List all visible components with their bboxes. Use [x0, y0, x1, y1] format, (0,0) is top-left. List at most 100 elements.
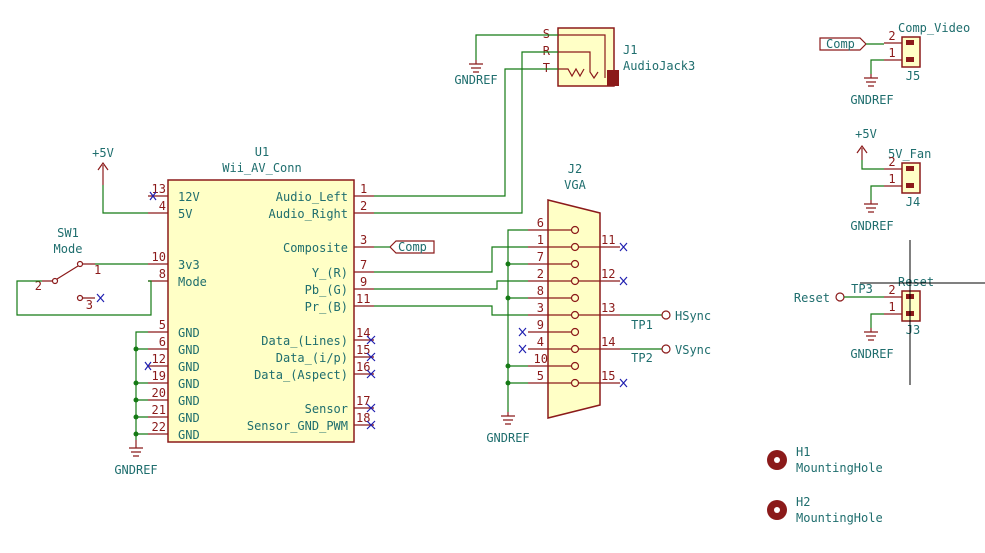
tp1-test-point[interactable]: HSync TP1	[631, 309, 711, 332]
gndref-label: GNDREF	[850, 219, 893, 233]
u1-pin-name: Pb_(G)	[305, 283, 348, 297]
j1-pin: T	[543, 61, 550, 75]
u1-pin-num: 2	[360, 199, 367, 213]
tp2-ref: TP2	[631, 351, 653, 365]
u1-pin-num: 11	[356, 292, 370, 306]
h2-mounting-hole[interactable]: H2 MountingHole	[767, 495, 883, 525]
sw1-value: Mode	[54, 242, 83, 256]
j2-pin: 4	[537, 335, 544, 349]
u1-pin-num: 3	[360, 233, 367, 247]
crosshair-cursor	[860, 240, 985, 385]
u1-pin-name: Sensor	[305, 402, 348, 416]
u1-pin-name: Audio_Left	[276, 190, 348, 204]
u1-pin-name: Audio_Right	[269, 207, 348, 221]
j1-pin: S	[543, 27, 550, 41]
u1-symbol[interactable]: U1 Wii_AV_Conn 13 4 10 8 5 6 12 19 20 21…	[148, 145, 374, 443]
j2-pin: 6	[537, 216, 544, 230]
h1-ref: H1	[796, 445, 810, 459]
comp-label-u1: Comp	[389, 240, 435, 254]
j2-pin: 9	[537, 318, 544, 332]
gndref-label: GNDREF	[486, 431, 529, 445]
u1-pin-name: Composite	[283, 241, 348, 255]
j1-audio-jack[interactable]: S R T J1 AudioJack3	[543, 27, 695, 87]
j2-pin: 1	[537, 233, 544, 247]
j5-pin: 1	[888, 46, 895, 60]
j5-value: Comp_Video	[898, 21, 970, 35]
j3-reset-connector[interactable]: Reset 2 1 J3	[884, 275, 934, 337]
u1-value: Wii_AV_Conn	[222, 161, 301, 175]
j2-value: VGA	[564, 178, 586, 192]
tp3-test-point[interactable]: Reset TP3	[794, 282, 873, 305]
h2-ref: H2	[796, 495, 810, 509]
sw1-pin: 2	[35, 279, 42, 293]
j4-value: 5V_Fan	[888, 147, 931, 161]
u1-pin-num: 12	[152, 352, 166, 366]
u1-pin-num: 9	[360, 275, 367, 289]
u1-pin-name: GND	[178, 326, 200, 340]
tp3-ref: TP3	[851, 282, 873, 296]
u1-pin-num: 8	[159, 267, 166, 281]
j3-ref: J3	[906, 323, 920, 337]
tp2-net-label: VSync	[675, 343, 711, 357]
tp2-test-point[interactable]: VSync TP2	[631, 343, 711, 365]
h1-mounting-hole[interactable]: H1 MountingHole	[767, 445, 883, 475]
u1-pin-num: 5	[159, 318, 166, 332]
tp3-net-label: Reset	[794, 291, 830, 305]
u1-pin-name: Mode	[178, 275, 207, 289]
gndref-label: GNDREF	[850, 93, 893, 107]
j2-pin: 2	[537, 267, 544, 281]
j5-comp-video-connector[interactable]: Comp_Video 2 1 J5	[884, 21, 970, 83]
plus5v-label: +5V	[855, 127, 877, 141]
u1-pin-name: 12V	[178, 190, 200, 204]
gnd-symbol-j4: GNDREF	[850, 200, 894, 233]
sw1-no-connect	[96, 293, 105, 303]
h1-value: MountingHole	[796, 461, 883, 475]
j2-pin: 12	[601, 267, 615, 281]
u1-pin-num: 22	[152, 420, 166, 434]
j2-pin: 15	[601, 369, 615, 383]
plus5v-symbol-right: +5V	[855, 127, 877, 160]
u1-pin-num: 1	[360, 182, 367, 196]
gndref-label: GNDREF	[850, 347, 893, 361]
j2-pin: 14	[601, 335, 615, 349]
j4-fan-connector[interactable]: 5V_Fan 2 1 J4	[884, 147, 931, 209]
u1-pin-name: 3v3	[178, 258, 200, 272]
j2-no-connect-markers	[518, 242, 628, 388]
u1-pin-name: GND	[178, 394, 200, 408]
gnd-symbol-u1: GNDREF	[114, 440, 158, 477]
j2-pin: 8	[537, 284, 544, 298]
u1-pin-name: GND	[178, 428, 200, 442]
j1-ref: J1	[623, 43, 637, 57]
u1-pin-name: Pr_(B)	[305, 300, 348, 314]
gnd-symbol-j2: GNDREF	[486, 412, 530, 445]
u1-pin-num: 20	[152, 386, 166, 400]
gnd-symbol-j1: GNDREF	[454, 60, 498, 87]
j2-ref: J2	[568, 162, 582, 176]
comp-label-text: Comp	[826, 37, 855, 51]
j4-pin: 1	[888, 172, 895, 186]
j2-vga-connector[interactable]: J2 VGA 6 1 7 2 8 3 9 4 10 5 11 12 13 14 …	[528, 162, 620, 419]
j2-pin: 10	[534, 352, 548, 366]
j2-pin: 13	[601, 301, 615, 315]
j2-pin: 11	[601, 233, 615, 247]
u1-pin-name: Data_(i/p)	[276, 351, 348, 365]
u1-pin-name: Data_(Aspect)	[254, 368, 348, 382]
u1-pin-num: 7	[360, 258, 367, 272]
junction-dots-u1-gnd	[133, 346, 139, 437]
gnd-symbol-j3: GNDREF	[850, 328, 894, 361]
plus5v-label: +5V	[92, 146, 114, 160]
gndref-label: GNDREF	[114, 463, 157, 477]
h2-value: MountingHole	[796, 511, 883, 525]
plus5v-symbol-left: +5V	[92, 146, 114, 185]
u1-pin-name: GND	[178, 411, 200, 425]
j4-pin: 2	[888, 155, 895, 169]
sw1-switch[interactable]: SW1 Mode 1 2 3	[35, 226, 101, 312]
u1-no-connect-markers	[144, 191, 376, 430]
u1-pin-name: GND	[178, 377, 200, 391]
j2-pin: 3	[537, 301, 544, 315]
gnd-symbol-j5: GNDREF	[850, 74, 894, 107]
sw1-ref: SW1	[57, 226, 79, 240]
u1-pin-name: Sensor_GND_PWM	[247, 419, 348, 433]
tp1-net-label: HSync	[675, 309, 711, 323]
